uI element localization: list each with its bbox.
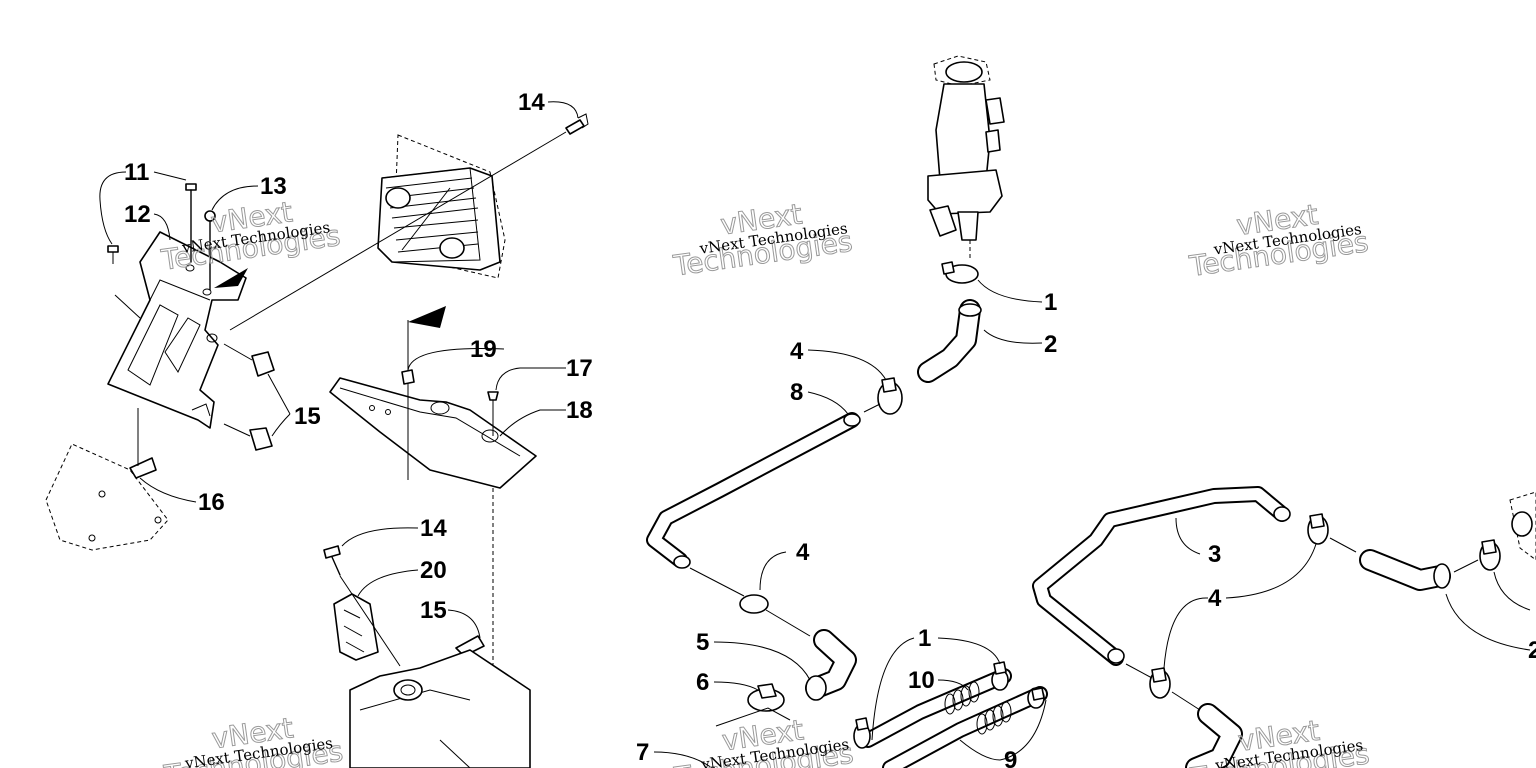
watermark-3: vNext Technologies vNext Technologies	[1186, 197, 1371, 283]
hoses-9-10	[853, 661, 1048, 768]
label-2-top: 2	[1044, 331, 1057, 358]
arrow-marker-left	[214, 268, 446, 328]
label-18: 18	[566, 397, 593, 424]
hose-8	[646, 403, 881, 569]
thermostat-housing	[927, 55, 1005, 258]
hose-2-top	[917, 299, 982, 383]
frame-section	[349, 649, 531, 768]
heat-shield-18	[329, 320, 537, 750]
clamp-4-far-right	[1479, 491, 1536, 571]
label-5: 5	[696, 629, 709, 656]
oil-cooler	[377, 134, 506, 279]
leader-lines	[99, 101, 1531, 768]
watermark-1: vNext Technologies vNext Technologies	[158, 195, 343, 277]
clip-16	[45, 408, 169, 551]
label-7: 7	[636, 739, 649, 766]
label-8: 8	[790, 379, 803, 406]
clamp-4-right-upper	[1307, 513, 1357, 553]
label-9: 9	[1004, 747, 1017, 768]
label-6: 6	[696, 669, 709, 696]
label-15-upper: 15	[294, 403, 321, 430]
label-1-top: 1	[1044, 289, 1057, 316]
clamp-4-right-lower	[1125, 663, 1243, 768]
mounting-bracket	[107, 231, 247, 429]
watermark-2: vNext Technologies vNext Technologies	[670, 197, 855, 283]
part-labels: 14 11 13 12 19 17 18 15 16 14 20 15 1 2 …	[124, 89, 1536, 768]
label-11: 11	[124, 159, 149, 186]
label-13: 13	[260, 173, 287, 200]
label-4-upper: 4	[790, 338, 804, 365]
label-19: 19	[470, 336, 497, 363]
watermark-5: vNext Technologies vNext Technologies	[671, 713, 856, 768]
bracket-20-bolt-14	[323, 545, 485, 667]
label-14-upper: 14	[518, 89, 545, 116]
label-15-lower: 15	[420, 597, 447, 624]
screws-11-13	[107, 183, 216, 319]
label-17: 17	[566, 355, 593, 382]
label-10: 10	[908, 667, 935, 694]
label-4-right: 4	[1208, 585, 1222, 612]
clamp-1-top	[941, 261, 979, 284]
nuts-15	[223, 343, 275, 451]
label-3: 3	[1208, 541, 1221, 568]
label-1-middle: 1	[918, 625, 931, 652]
watermark-4: vNext Technologies vNext Technologies	[161, 711, 346, 768]
clamp-4-upper	[877, 377, 903, 415]
hose-2-right	[1359, 549, 1479, 591]
hose-5	[805, 629, 857, 701]
hose-3	[1032, 486, 1291, 666]
label-20: 20	[420, 557, 447, 584]
label-2-right: 2	[1528, 637, 1536, 664]
label-14-lower: 14	[420, 515, 447, 542]
bolt-14-upper	[229, 113, 589, 331]
label-16: 16	[198, 489, 225, 516]
clamp-6	[715, 683, 791, 727]
clamp-4-middle	[689, 567, 811, 637]
label-4-middle: 4	[796, 539, 810, 566]
label-12: 12	[124, 201, 151, 228]
watermark-6: vNext Technologies vNext Technologies	[1187, 713, 1372, 768]
